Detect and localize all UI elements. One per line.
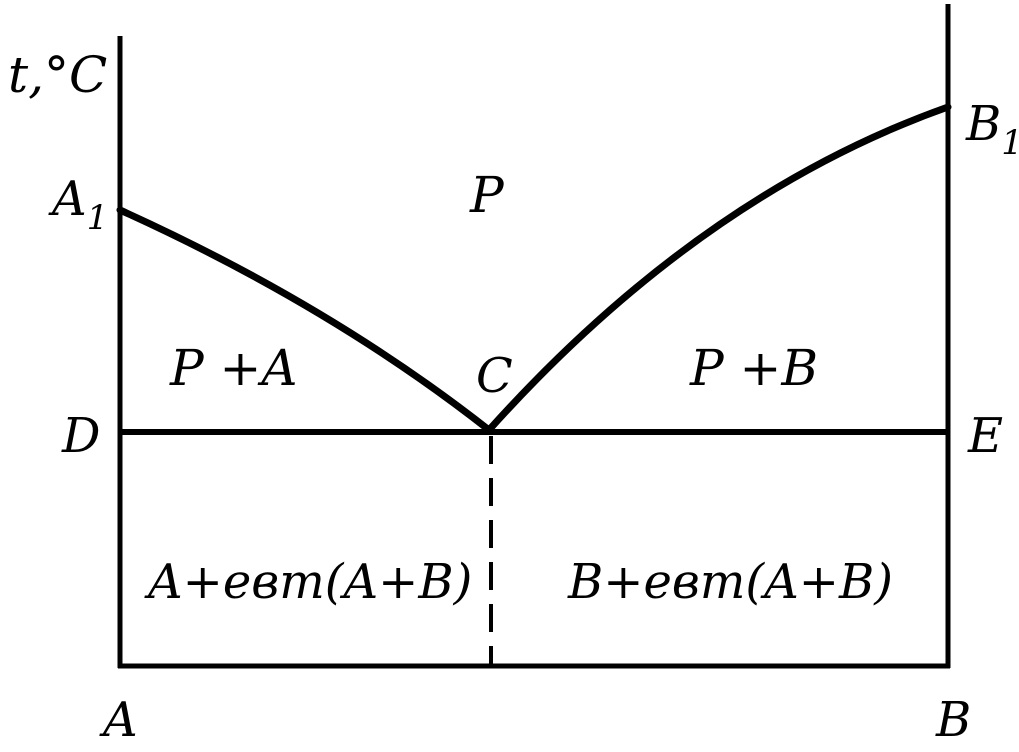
region-label-liquid: P: [469, 166, 505, 224]
region-label-right-solid: B+eвm(A+B): [567, 554, 893, 610]
point-label-A1-sub: 1: [87, 198, 109, 238]
point-label-B1: B1: [965, 96, 1019, 163]
region-label-liquid-plus-B: P +B: [689, 339, 818, 397]
point-label-D: D: [61, 408, 100, 464]
point-label-B: B: [935, 692, 971, 748]
point-label-A1-base: A: [48, 171, 87, 227]
point-label-A: A: [99, 692, 138, 748]
region-label-left-solid: A+eвm(A+B): [144, 554, 472, 610]
liquidus-line-C-B1: [485, 103, 952, 434]
point-label-C: C: [476, 348, 513, 404]
liquidus-line-A1-C: [116, 206, 493, 434]
point-label-B1-base: B: [965, 96, 1001, 152]
temperature-axis-label: t,°C: [8, 46, 107, 104]
point-label-A1: A1: [48, 171, 108, 238]
region-label-liquid-plus-A: P +A: [169, 339, 298, 397]
point-label-E: E: [967, 408, 1003, 464]
point-label-B1-sub: 1: [1001, 123, 1019, 163]
